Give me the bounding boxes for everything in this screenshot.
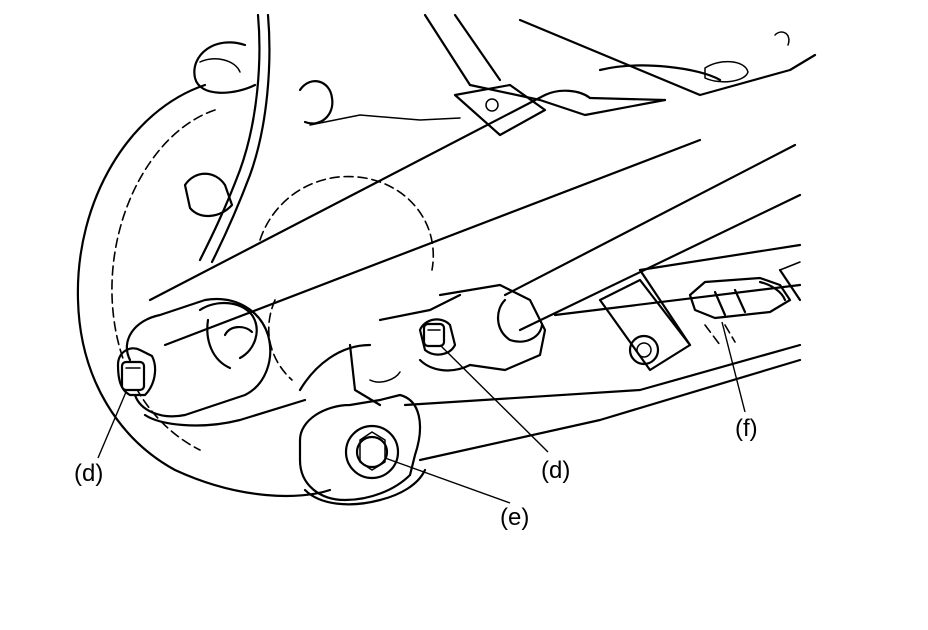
bolt-center	[418, 318, 457, 356]
bracket-nut	[598, 278, 692, 372]
chassis-frame	[423, 13, 817, 137]
lateral-link	[148, 89, 702, 347]
tie-rod	[403, 143, 802, 462]
brake-disc	[76, 83, 435, 498]
knuckle	[125, 283, 547, 427]
leader-lines	[97, 321, 746, 504]
connector	[688, 261, 801, 346]
lower-arm-bushing	[298, 393, 427, 506]
brake-hose	[183, 13, 461, 264]
label-d-left: (d)	[74, 460, 103, 487]
bolt-left	[116, 347, 157, 397]
label-f: (f)	[735, 415, 758, 442]
label-e: (e)	[500, 504, 529, 531]
label-d-center: (d)	[541, 457, 570, 484]
